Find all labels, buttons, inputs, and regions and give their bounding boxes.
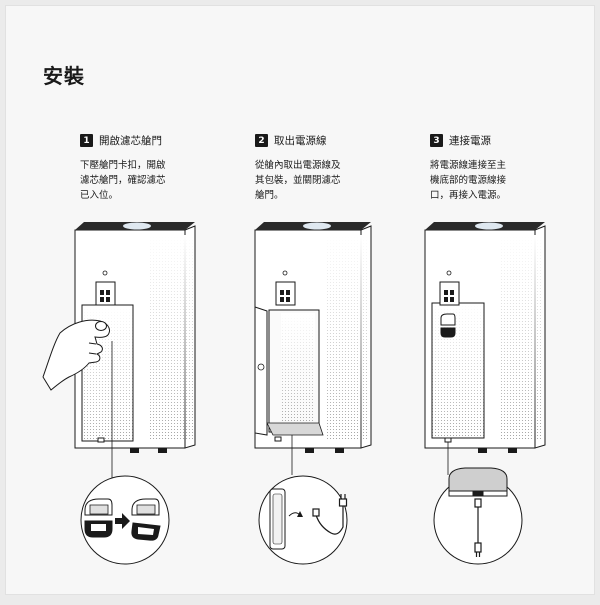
step-2-title: 取出電源線 bbox=[274, 135, 327, 147]
take-out-arrowhead bbox=[297, 511, 303, 517]
step-3-title: 連接電源 bbox=[449, 135, 491, 147]
latch-open-icon bbox=[131, 498, 161, 541]
power-cord-package-icon bbox=[269, 488, 286, 550]
purifier-step-1 bbox=[74, 222, 196, 453]
page-title: 安裝 bbox=[43, 64, 85, 88]
power-cord-icon bbox=[312, 494, 348, 535]
step-2-header: 2 取出電源線 bbox=[255, 133, 390, 148]
step-2-number: 2 bbox=[255, 134, 268, 147]
step-2-description: 從艙內取出電源線及 其包裝，並關閉濾芯 艙門。 bbox=[255, 160, 341, 201]
step-1-number: 1 bbox=[80, 134, 93, 147]
power-port-icon bbox=[448, 467, 508, 497]
step-3-header: 3 連接電源 bbox=[430, 133, 565, 148]
step-3-number: 3 bbox=[430, 134, 443, 147]
step-1-title: 開啟濾芯艙門 bbox=[99, 135, 162, 147]
step-1-description: 下壓艙門卡扣，開啟 濾芯艙門，確認濾芯 已入位。 bbox=[80, 160, 166, 201]
power-cable-icon bbox=[474, 498, 482, 557]
step-3: 3 連接電源 將電源線連接至主 機底部的電源線接 口，再接入電源。 bbox=[430, 133, 565, 203]
step-3-description: 將電源線連接至主 機底部的電源線接 口，再接入電源。 bbox=[430, 160, 507, 201]
latch-closed-icon bbox=[84, 498, 113, 538]
installation-illustrations bbox=[42, 222, 546, 565]
purifier-step-2 bbox=[254, 222, 372, 453]
step-1: 1 開啟濾芯艙門 下壓艙門卡扣，開啟 濾芯艙門，確認濾芯 已入位。 bbox=[80, 133, 215, 203]
hand-pressing-latch-icon bbox=[42, 319, 110, 391]
manual-page: 安裝 1 開啟濾芯艙門 下壓艙門卡扣，開啟 濾芯艙門，確認濾芯 已入位。 2 取… bbox=[5, 5, 595, 595]
step-2: 2 取出電源線 從艙內取出電源線及 其包裝，並關閉濾芯 艙門。 bbox=[255, 133, 390, 203]
purifier-step-3 bbox=[424, 222, 546, 453]
arrow-right-icon bbox=[115, 513, 130, 529]
step-1-header: 1 開啟濾芯艙門 bbox=[80, 133, 215, 148]
